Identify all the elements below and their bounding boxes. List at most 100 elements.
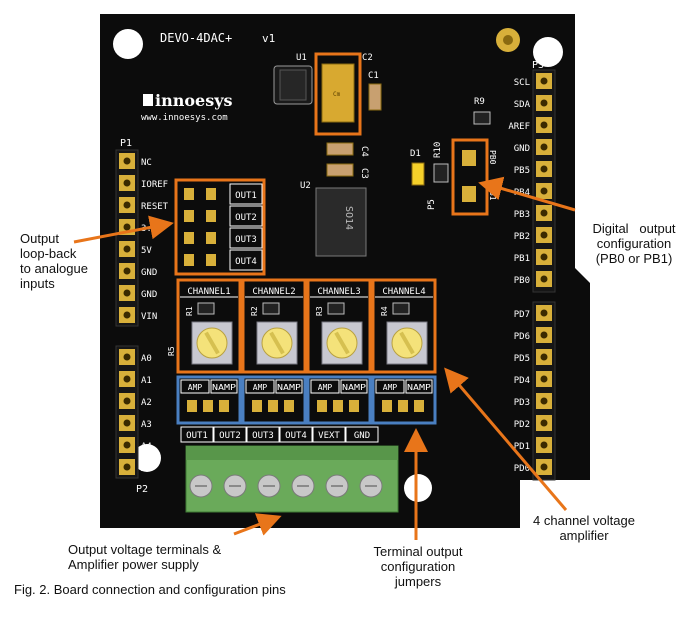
header_p3-pin-1-hole — [540, 99, 548, 107]
header-p2 — [115, 345, 139, 479]
output-config-jumper-pin[interactable] — [317, 400, 327, 412]
potentiometer-slot — [399, 331, 415, 355]
output-config-jumper-pin[interactable] — [398, 400, 408, 412]
c2-marking: Cm — [333, 91, 341, 98]
u2-marking: SO14 — [343, 206, 354, 230]
amp-label: AMP — [188, 383, 203, 392]
header-p1-label: P1 — [120, 138, 132, 149]
c3-label: C3 — [359, 168, 369, 179]
channel-highlight — [241, 278, 307, 374]
header_p2-pin-3-hole — [123, 419, 131, 427]
loopback-pin-left[interactable] — [184, 188, 194, 200]
loopback-output-label: OUT1 — [235, 191, 257, 201]
header-p4 — [532, 301, 556, 481]
loopback-annotation: Output loop-back to analogue inputs — [20, 231, 88, 291]
brand-website: www.innoesys.com — [141, 113, 228, 123]
output-config-jumper-pin[interactable] — [382, 400, 392, 412]
u1-heatsink — [279, 69, 307, 101]
d1-led — [411, 162, 425, 186]
jumper-config-highlight — [306, 375, 372, 425]
digital-output-arrow — [478, 176, 576, 212]
channel-resistor — [262, 302, 280, 315]
loopback-jumpers-highlight — [174, 178, 266, 276]
loopback-output-label: OUT4 — [235, 257, 257, 267]
loopback-pin-right[interactable] — [206, 210, 216, 222]
terminal-block-top-strip — [186, 446, 398, 460]
c1-label: C1 — [368, 71, 379, 81]
namp-label: NAMP — [342, 383, 366, 392]
board-version: v1 — [262, 32, 275, 45]
header_p1-pin-label: IOREF — [141, 180, 168, 190]
header_p3-pin-label: GND — [514, 144, 530, 154]
loopback-pin-left[interactable] — [184, 210, 194, 222]
loopback-pin-right[interactable] — [206, 254, 216, 266]
header_p1-pin-label: GND — [141, 268, 157, 278]
header_p1-pin-4-hole — [123, 245, 131, 253]
terminal-label: OUT3 — [252, 431, 274, 441]
output-config-jumper-pin[interactable] — [252, 400, 262, 412]
namp-label: NAMP — [277, 383, 301, 392]
output-config-jumper-pin[interactable] — [187, 400, 197, 412]
pb0-jumper-pin[interactable] — [462, 150, 476, 166]
channel-resistor — [392, 302, 410, 315]
terminal-label-box — [180, 426, 214, 443]
header_p1-pin-label: NC — [141, 158, 152, 168]
r9-label: R9 — [474, 97, 485, 107]
header_p1-pin-6-hole — [123, 289, 131, 297]
output-config-jumper-pin[interactable] — [219, 400, 229, 412]
header_p4-pin-label: PD6 — [514, 332, 530, 342]
header_p1-pin-label: 5V — [141, 246, 152, 256]
loopback-output-box — [229, 205, 263, 227]
terminal-label: VEXT — [318, 431, 340, 441]
c3-capacitor — [326, 163, 354, 177]
channel-resistor-label: R4 — [380, 306, 389, 316]
jumper-config-highlight — [371, 375, 437, 425]
loopback-pin-right[interactable] — [206, 232, 216, 244]
header-p3-label: P3 — [532, 60, 544, 71]
loopback-output-box — [229, 183, 263, 205]
output-config-jumper-pin[interactable] — [203, 400, 213, 412]
header-p2-label: P2 — [136, 484, 148, 495]
loopback-arrow — [73, 215, 174, 244]
header_p1-pin-1-hole — [123, 179, 131, 187]
output-config-jumper-pin[interactable] — [349, 400, 359, 412]
header_p2-pin-label: A4 — [141, 442, 152, 452]
terminal-label-box — [246, 426, 280, 443]
output-config-jumper-pin[interactable] — [414, 400, 424, 412]
terminal-label-box — [345, 426, 379, 443]
namp-label-box — [275, 379, 303, 394]
brand-name: innoesys — [155, 91, 233, 110]
c1-capacitor — [368, 83, 382, 111]
pb1-jumper-pin[interactable] — [462, 186, 476, 202]
gold-mounting-pad-hole — [503, 35, 513, 45]
brand-logo-mark — [143, 94, 153, 106]
header_p3-pin-3-hole — [540, 143, 548, 151]
loopback-pin-right[interactable] — [206, 188, 216, 200]
amp-label: AMP — [318, 383, 333, 392]
output-config-jumper-pin[interactable] — [333, 400, 343, 412]
loopback-pin-left[interactable] — [184, 232, 194, 244]
channel-label: CHANNEL2 — [252, 287, 295, 297]
terminal-label-box — [312, 426, 346, 443]
output-config-jumper-pin[interactable] — [268, 400, 278, 412]
terminal-label-box — [279, 426, 313, 443]
header_p4-pin-1-hole — [540, 331, 548, 339]
r10-resistor — [433, 163, 449, 183]
u2-chip — [315, 187, 367, 257]
header_p3-pin-7-hole — [540, 231, 548, 239]
loopback-pin-left[interactable] — [184, 254, 194, 266]
amp-label-box — [375, 379, 405, 394]
output-config-jumper-pin[interactable] — [284, 400, 294, 412]
header_p3-pin-8-hole — [540, 253, 548, 261]
terminal-label-box — [213, 426, 247, 443]
amplifier-arrow — [444, 367, 568, 511]
namp-label: NAMP — [407, 383, 431, 392]
mounting-hole-bottom-right — [404, 474, 432, 502]
d1-label: D1 — [410, 149, 421, 159]
header_p1-pin-5-hole — [123, 267, 131, 275]
header_p4-pin-6-hole — [540, 441, 548, 449]
channel-resistor-label: R3 — [315, 306, 324, 316]
header_p3-pin-label: AREF — [508, 122, 530, 132]
channel-label: CHANNEL1 — [187, 287, 230, 297]
header_p4-pin-2-hole — [540, 353, 548, 361]
